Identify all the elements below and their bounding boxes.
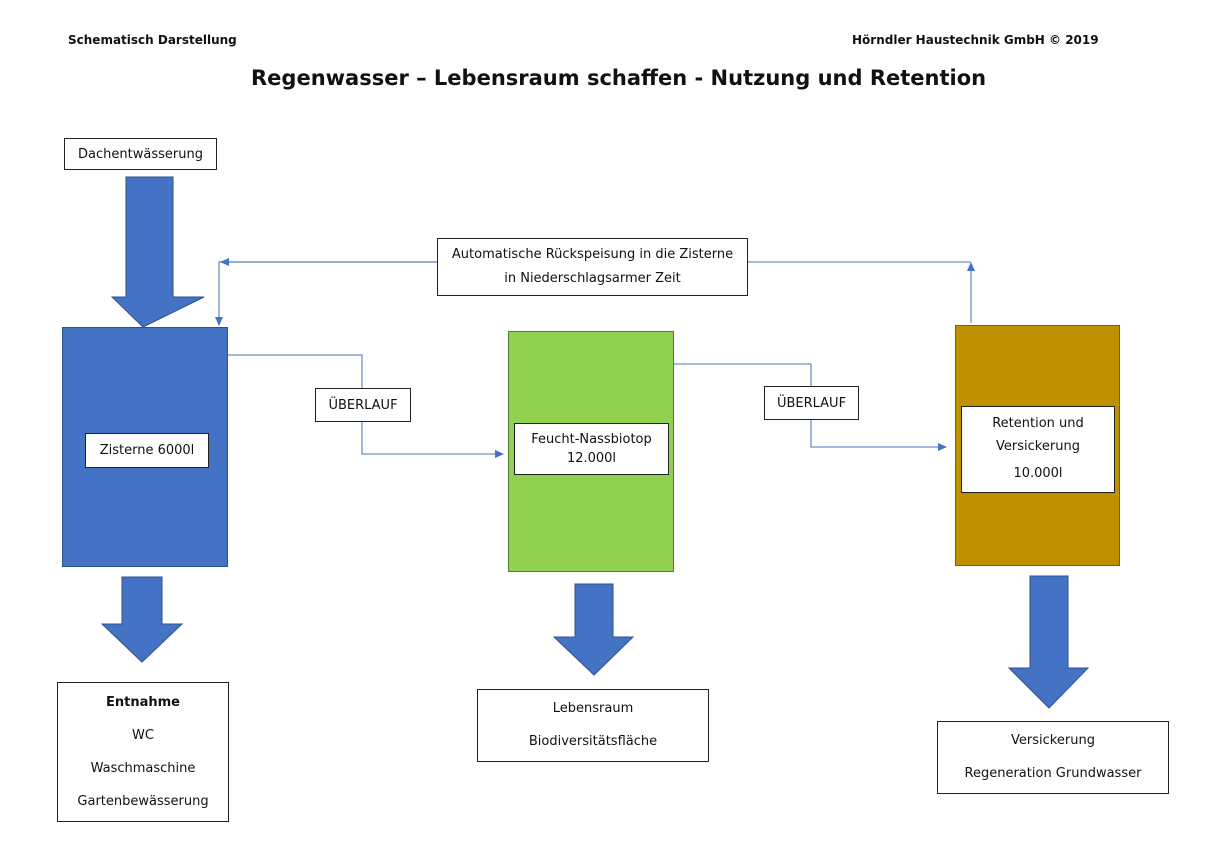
entnahme-arrow bbox=[100, 576, 184, 663]
dachentwaesserung-label: Dachentwässerung bbox=[78, 146, 203, 162]
rueckspeisung-line-1: Automatische Rückspeisung in die Zistern… bbox=[451, 246, 734, 262]
ueberlauf-box-2: ÜBERLAUF bbox=[764, 386, 859, 420]
header-left-label: Schematisch Darstellung bbox=[68, 33, 237, 47]
biotop-label-box: Feucht-Nassbiotop 12.000l bbox=[514, 423, 669, 475]
lebensraum-line-2: Biodiversitätsfläche bbox=[528, 733, 658, 749]
versickerung-arrow bbox=[1007, 575, 1090, 709]
versickerung-line-2: Regeneration Grundwasser bbox=[964, 765, 1142, 781]
zisterne-label-box: Zisterne 6000l bbox=[85, 433, 209, 468]
lebensraum-line-1: Lebensraum bbox=[552, 701, 634, 716]
retention-name-1: Retention und bbox=[992, 416, 1084, 432]
versickerung-box: Versickerung Regeneration Grundwasser bbox=[937, 721, 1169, 794]
retention-label-box: Retention und Versickerung 10.000l bbox=[961, 406, 1115, 493]
ueberlauf-label-2: ÜBERLAUF bbox=[776, 395, 847, 411]
entnahme-item: WC bbox=[132, 727, 154, 743]
rueckspeisung-box: Automatische Rückspeisung in die Zistern… bbox=[437, 238, 748, 296]
ueberlauf-box-1: ÜBERLAUF bbox=[315, 388, 411, 422]
page-title: Regenwasser – Lebensraum schaffen - Nutz… bbox=[251, 66, 987, 90]
inflow-arrow bbox=[110, 176, 205, 328]
dachentwaesserung-box: Dachentwässerung bbox=[64, 138, 217, 170]
lebensraum-box: Lebensraum Biodiversitätsfläche bbox=[477, 689, 709, 762]
biotop-out-arrow bbox=[552, 583, 635, 676]
entnahme-title: Entnahme bbox=[106, 694, 180, 710]
retention-volume: 10.000l bbox=[1013, 465, 1063, 481]
entnahme-item: Waschmaschine bbox=[90, 761, 196, 776]
biotop-volume: 12.000l bbox=[566, 451, 617, 466]
entnahme-item: Gartenbewässerung bbox=[77, 794, 209, 810]
header-copyright: Hörndler Haustechnik GmbH © 2019 bbox=[852, 33, 1099, 47]
rueckspeisung-line-2: in Niederschlagsarmer Zeit bbox=[504, 271, 681, 286]
return-line-left bbox=[215, 261, 437, 326]
versickerung-line-1: Versickerung bbox=[1011, 733, 1095, 748]
retention-name-2: Versickerung bbox=[996, 439, 1080, 455]
entnahme-box: Entnahme WC Waschmaschine Gartenbewässer… bbox=[57, 682, 229, 822]
biotop-name: Feucht-Nassbiotop bbox=[531, 431, 652, 447]
zisterne-label: Zisterne 6000l bbox=[99, 443, 195, 458]
ueberlauf-label-1: ÜBERLAUF bbox=[328, 397, 398, 413]
